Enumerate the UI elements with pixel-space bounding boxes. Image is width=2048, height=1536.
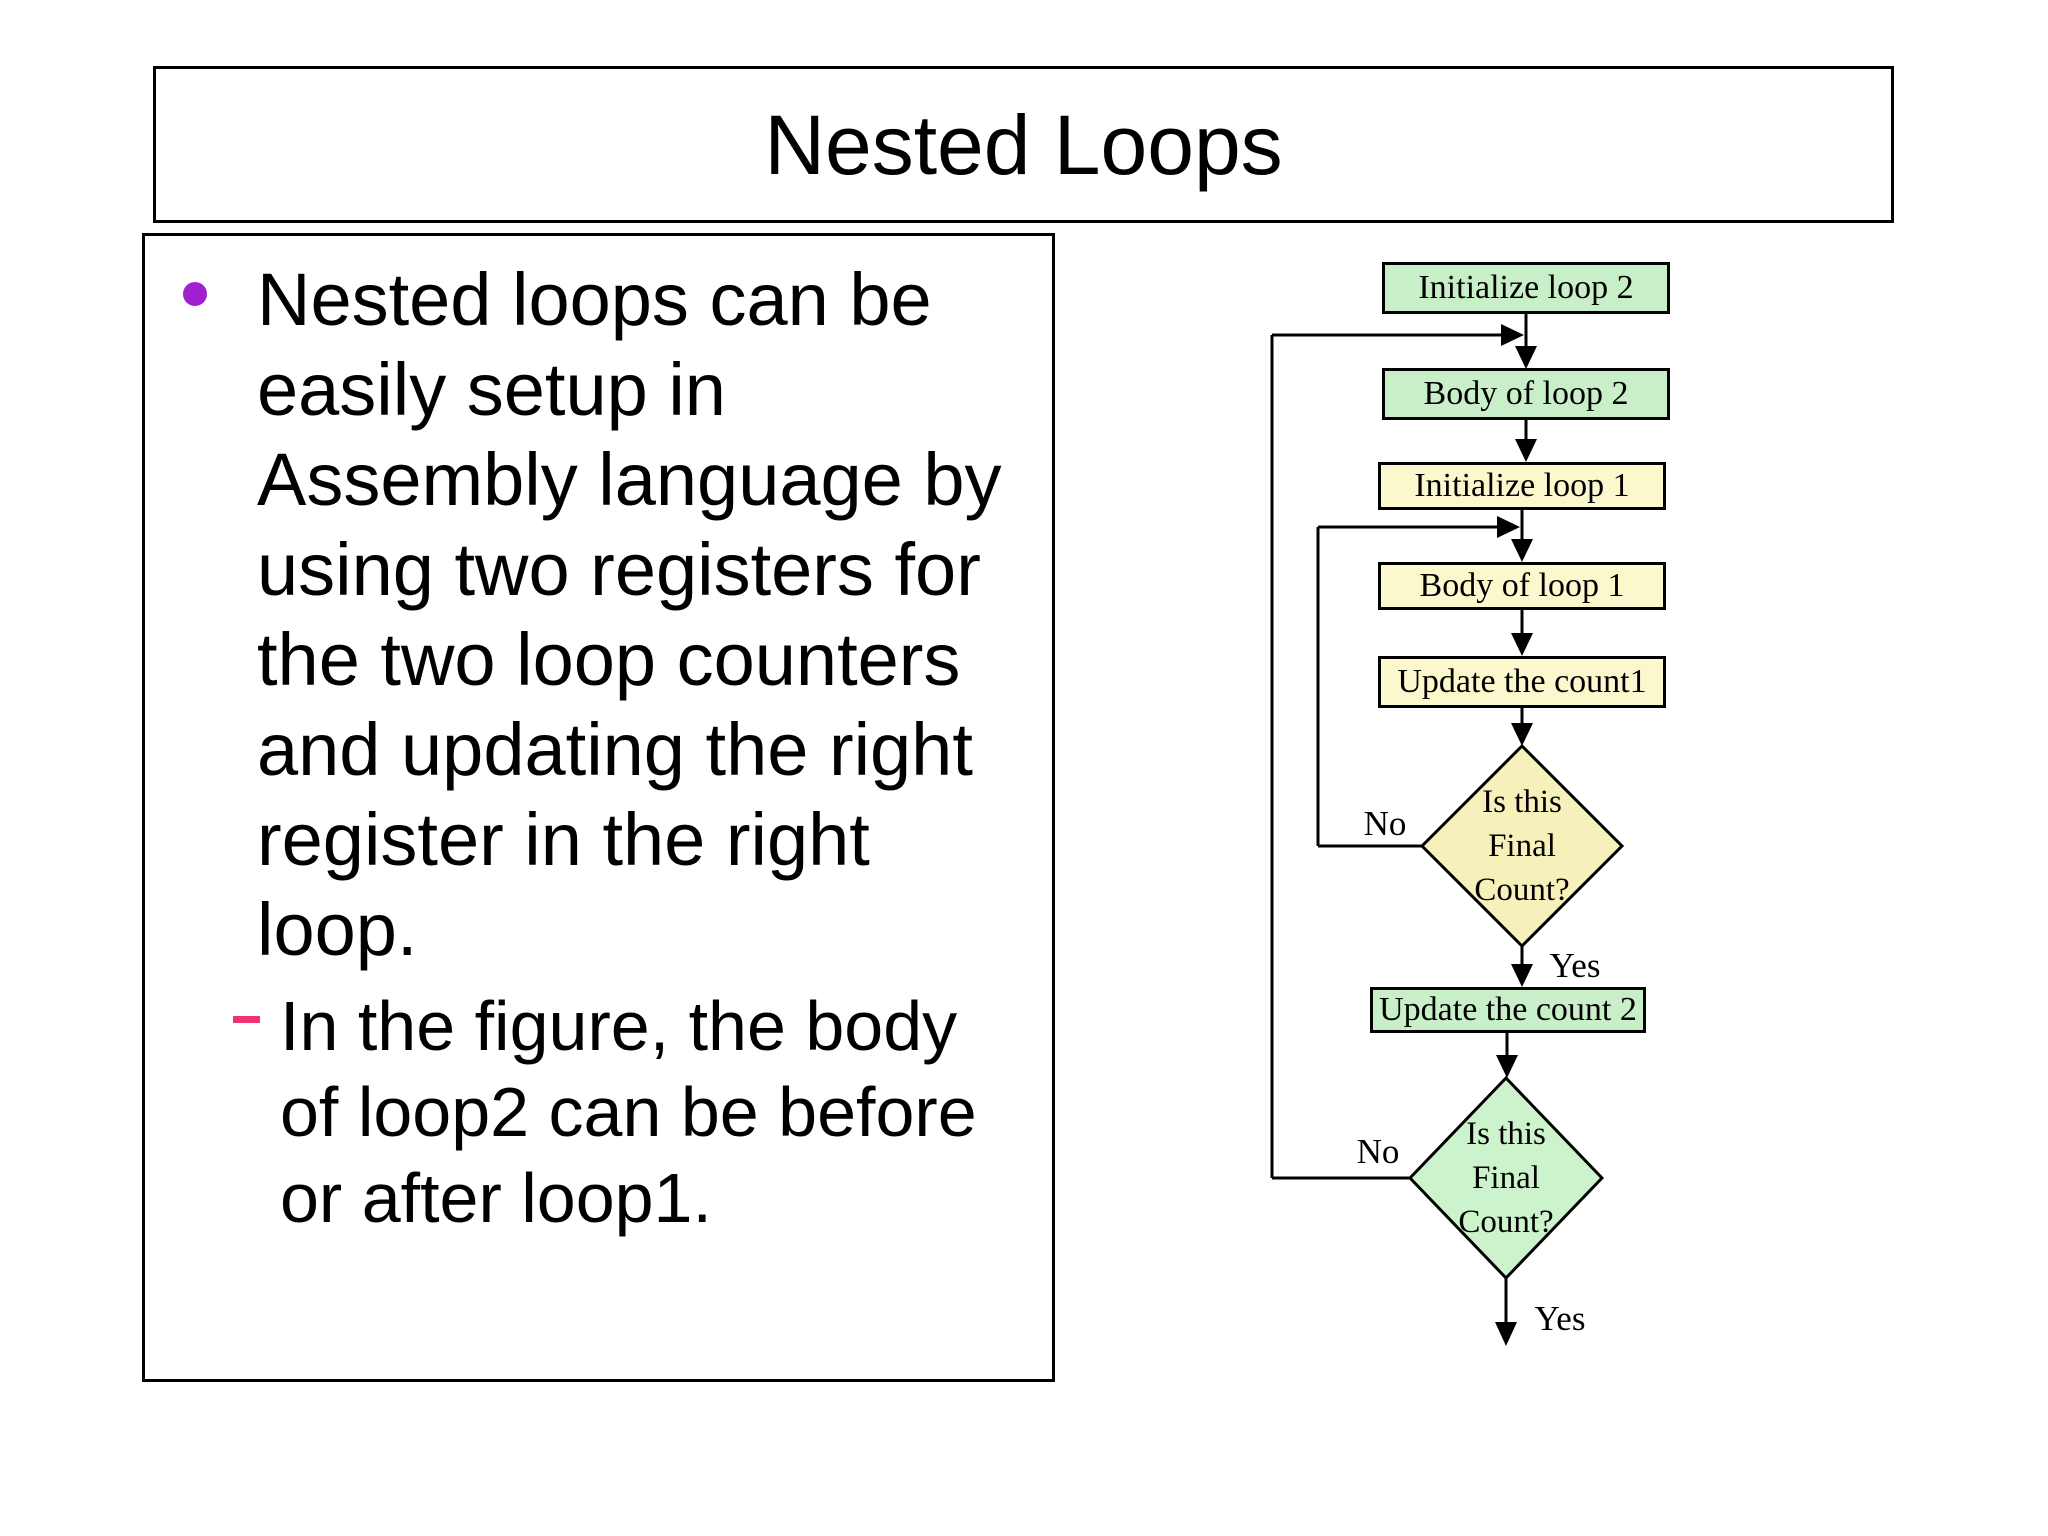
bullet-line: Nested loops can be [257,258,932,341]
node-label: Body of loop 1 [1419,567,1625,604]
bullet-line: the two loop counters [257,618,961,701]
dash-icon [233,1016,260,1023]
edge-label-no-1: No [1363,804,1407,843]
decision-label-line: Is this [1466,1116,1546,1152]
decision-label-line: Final [1488,828,1556,864]
bullet-line: register in the right [257,798,870,881]
node-label: Initialize loop 1 [1414,467,1630,504]
arrowhead-down-init1 [1515,439,1537,462]
bullet-line: using two registers for [257,528,981,611]
edge-label-no-2: No [1356,1132,1400,1171]
bullet-dot-icon [183,282,207,306]
arrowhead-down-exit [1495,1322,1517,1346]
bullet-line: loop. [257,888,418,971]
node-label: Update the count 2 [1379,991,1637,1028]
decision2-label: Is this Final Count? [1416,1112,1596,1244]
arrowhead-down-update1 [1511,633,1533,656]
node-body-of-loop-2: Body of loop 2 [1382,368,1670,420]
arrowhead-down-update2 [1511,964,1533,987]
sub-bullet-line: of loop2 can be before [280,1073,977,1151]
arrowhead-right-inner-junction [1497,516,1520,538]
node-body-of-loop-1: Body of loop 1 [1378,562,1666,610]
content-box [142,233,1055,1382]
arrowhead-down-body1 [1511,539,1533,562]
sub-bullet-line: In the figure, the body [280,987,958,1065]
decision1-label: Is this Final Count? [1432,780,1612,912]
arrowhead-down-decision2 [1496,1055,1518,1078]
edge-label-yes-2: Yes [1534,1299,1586,1338]
sub-bullet-line: or after loop1. [280,1159,712,1237]
node-label: Body of loop 2 [1423,375,1629,412]
bullet-line: easily setup in [257,348,726,431]
decision-label-line: Count? [1458,1204,1554,1240]
node-initialize-loop-2: Initialize loop 2 [1382,262,1670,314]
decision-label-line: Final [1472,1160,1540,1196]
arrowhead-down-body2 [1515,346,1537,369]
node-label: Update the count1 [1397,663,1647,700]
node-initialize-loop-1: Initialize loop 1 [1378,462,1666,510]
bullet-item: Nested loops can be easily setup in Asse… [257,255,1047,975]
node-label: Initialize loop 2 [1418,269,1634,306]
arrowhead-right-outer-junction [1501,324,1524,346]
edge-label-yes-1: Yes [1549,946,1601,985]
decision-label-line: Count? [1474,872,1570,908]
page-title: Nested Loops [764,97,1283,192]
sub-bullet-item: In the figure, the body of loop2 can be … [280,983,1000,1241]
node-update-the-count-2: Update the count 2 [1370,987,1646,1033]
bullet-line: Assembly language by [257,438,1002,521]
bullet-line: and updating the right [257,708,973,791]
title-box: Nested Loops [153,66,1894,223]
node-update-the-count1: Update the count1 [1378,656,1666,708]
arrowhead-down-decision1 [1511,723,1533,746]
decision-label-line: Is this [1482,784,1562,820]
